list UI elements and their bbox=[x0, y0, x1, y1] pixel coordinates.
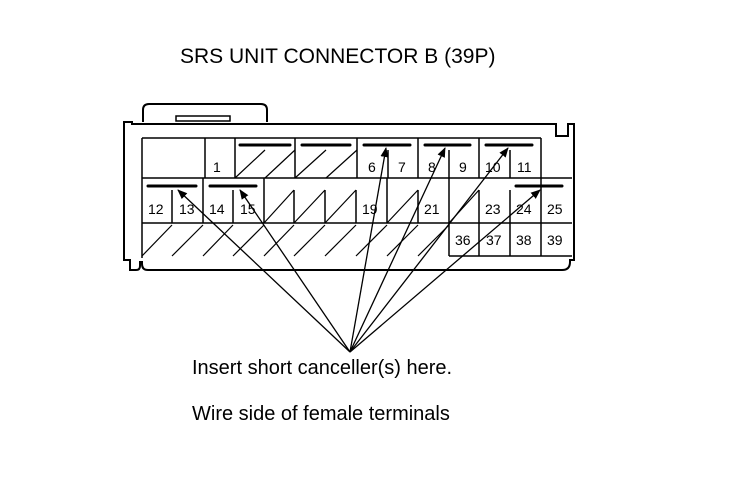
pin-number: 13 bbox=[179, 201, 195, 217]
hatched-cavities bbox=[141, 149, 480, 257]
leader-arrow bbox=[349, 147, 446, 353]
pin-number: 7 bbox=[398, 159, 406, 175]
pin-number: 39 bbox=[547, 232, 563, 248]
pin-number: 8 bbox=[428, 159, 436, 175]
connector-housing bbox=[123, 121, 575, 271]
pin-number: 6 bbox=[368, 159, 376, 175]
pin-number: 23 bbox=[485, 201, 501, 217]
pin-number: 19 bbox=[362, 201, 378, 217]
leader-arrow bbox=[349, 189, 541, 353]
leader-arrow bbox=[349, 147, 389, 353]
leader-arrow bbox=[349, 147, 509, 353]
pin-number: 38 bbox=[516, 232, 532, 248]
pin-number: 24 bbox=[516, 201, 532, 217]
cavity-grid bbox=[141, 137, 572, 258]
leader-arrow bbox=[239, 189, 351, 353]
leader-arrows bbox=[177, 147, 541, 353]
pin-number: 1 bbox=[213, 159, 221, 175]
shorting-bars bbox=[146, 143, 564, 188]
leader-arrow bbox=[177, 189, 351, 353]
pin-number: 15 bbox=[240, 201, 256, 217]
pin-number: 11 bbox=[517, 159, 532, 175]
pin-numbers: 1 6 7 8 9 10 11 12 13 14 15 19 21 23 24 … bbox=[148, 159, 563, 248]
pin-number: 37 bbox=[486, 232, 502, 248]
latch-slot bbox=[175, 115, 231, 122]
diagram-title: SRS UNIT CONNECTOR B (39P) bbox=[180, 45, 496, 68]
pin-number: 36 bbox=[455, 232, 471, 248]
instruction-note: Insert short canceller(s) here. bbox=[192, 357, 453, 379]
connector-latch bbox=[142, 103, 268, 122]
pin-number: 14 bbox=[209, 201, 225, 217]
pin-number: 21 bbox=[424, 201, 440, 217]
pin-number: 9 bbox=[459, 159, 467, 175]
pin-number: 12 bbox=[148, 201, 164, 217]
wire-side-note: Wire side of female terminals bbox=[192, 403, 450, 425]
pin-number: 25 bbox=[547, 201, 563, 217]
